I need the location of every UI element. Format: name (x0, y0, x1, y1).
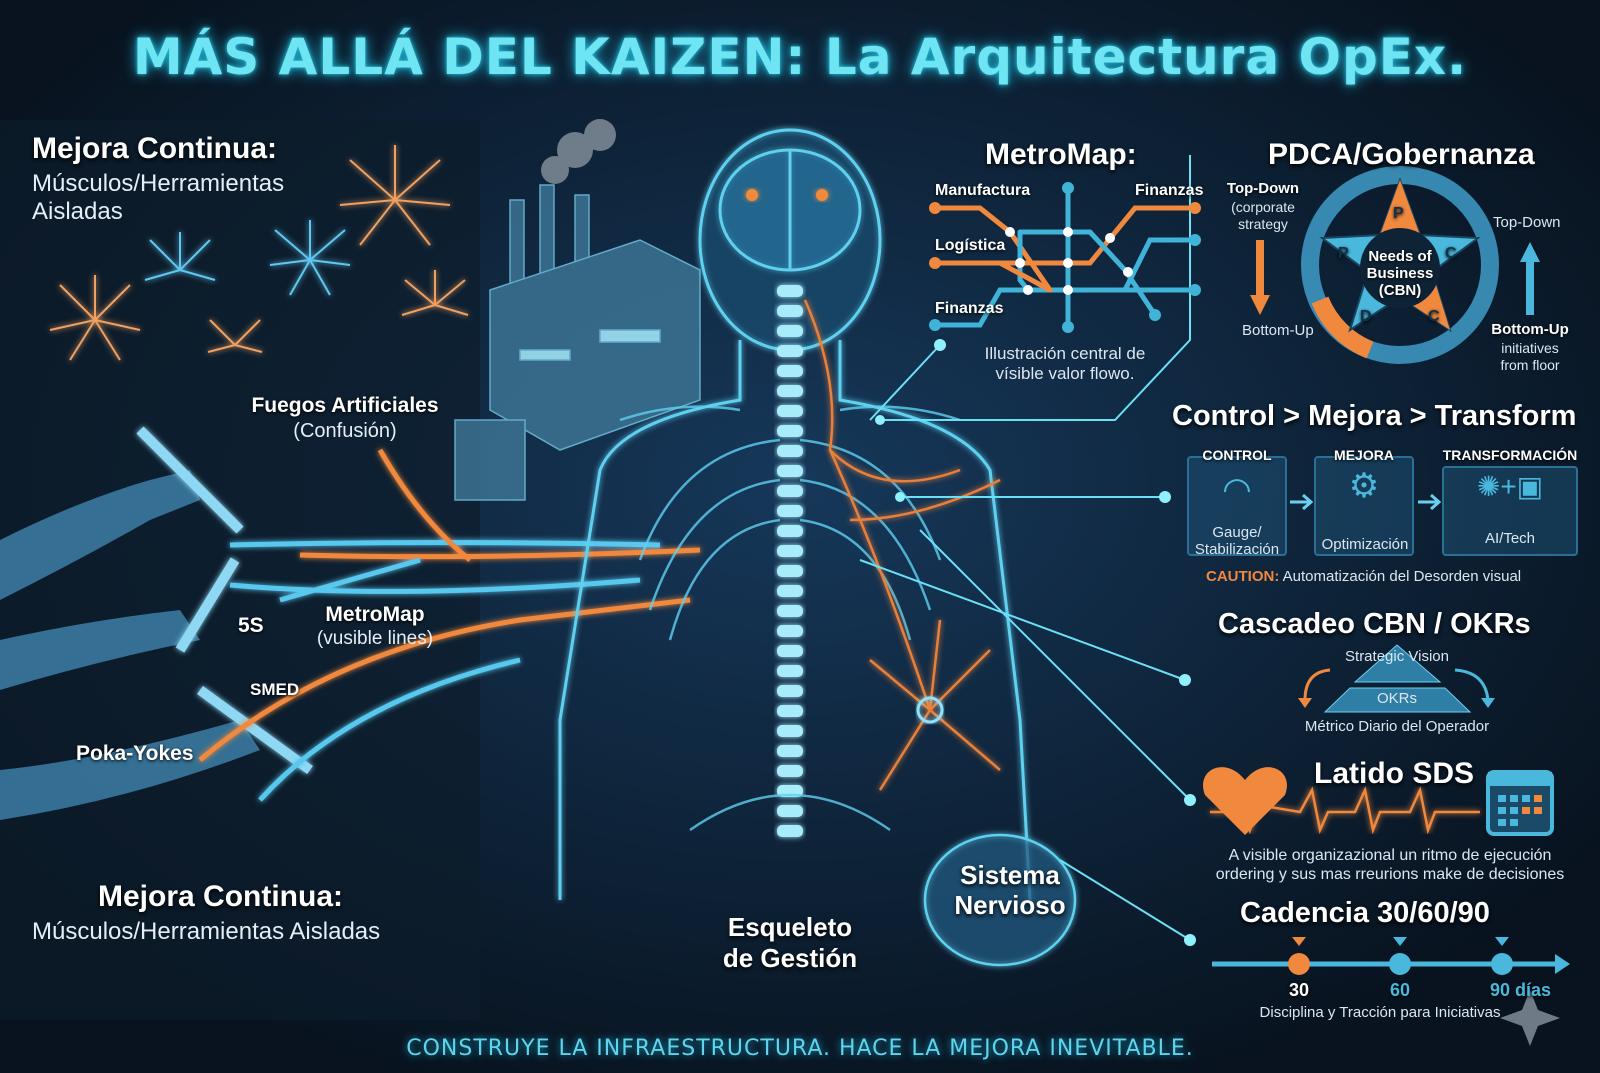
cadence-60: 60 (1389, 980, 1411, 1000)
pdca-title: PDCA/Gobernanza (1268, 138, 1535, 171)
pdca-letter-c: C (1445, 245, 1457, 262)
pdca-letter-c2: C (1428, 308, 1440, 325)
small-brain-icon (923, 833, 1077, 967)
cascade-mid: OKRs (1376, 690, 1417, 707)
pdca-top-down-sub: (corporate (1231, 199, 1295, 215)
human-body-icon (558, 128, 1032, 901)
pdca-bottom-up-sub: initiatives (1501, 340, 1559, 356)
page-title: MÁS ALLÁ DEL KAIZEN: La Arquitectura OpE… (132, 28, 1468, 86)
left-bottom-sub: Músculos/Herramientas Aisladas (32, 918, 381, 945)
left-bottom-heading: Mejora Continua: (98, 880, 343, 913)
metromap-caption-2: vísible valor flowo. (995, 364, 1135, 383)
connector-lines (859, 155, 1191, 941)
left-top-sub2: Aisladas (32, 198, 123, 225)
pdca-top-down: Top-Down (1226, 180, 1300, 197)
sds-desc-2: ordering y sus mas rreurions make de dec… (1215, 866, 1565, 883)
step-label-gauge: Gauge/ (1212, 524, 1262, 541)
milestone-30 (1288, 953, 1310, 975)
metro-line-finanzas-top: Finanzas (1135, 182, 1204, 199)
pdca-top-down-right: Top-Down (1493, 214, 1561, 231)
step-label-stabilizacion: Stabilización (1194, 541, 1280, 558)
metro-line-manufactura: Manufactura (935, 182, 1031, 199)
tool-smed: SMED (250, 680, 300, 699)
nervous-label: Sistema (960, 860, 1060, 890)
step-label-optimizacion: Optimización (1321, 536, 1409, 553)
pdca-cycle-diagram (1301, 166, 1499, 364)
fireworks-icon (49, 145, 469, 361)
footer-tagline: CONSTRUYE LA INFRAESTRUCTURA. HACE LA ME… (406, 1036, 1194, 1061)
pdca-bottom-up-sub-2: from floor (1500, 357, 1560, 373)
metromap-title: MetroMap: (985, 138, 1137, 171)
nervous-label-2: Nervioso (954, 890, 1066, 920)
metro-stations (1005, 227, 1133, 295)
pdca-top-down-sub-2: strategy (1238, 216, 1288, 232)
metromap-label: MetroMap (325, 603, 425, 626)
step-arrows (1290, 493, 1442, 511)
milestone-90 (1491, 953, 1513, 975)
top-down-arrow-icon (1250, 240, 1270, 315)
tool-5s: 5S (238, 614, 264, 637)
cadence-30: 30 (1288, 980, 1310, 1000)
step-head-transformacion: TRANSFORMACIÓN (1442, 447, 1578, 463)
pdca-letter-p2: P (1338, 245, 1349, 262)
sparkle-icon (1500, 990, 1560, 1046)
okr-pyramid-diagram (1298, 644, 1495, 713)
skeleton-label-2: de Gestión (722, 943, 858, 973)
cadence-timeline (1212, 937, 1570, 975)
wrench-icon (136, 426, 313, 775)
cascade-title: Cascadeo CBN / OKRs (1218, 608, 1531, 640)
optimization-icon: ⚙ (1348, 467, 1380, 505)
flow-lines (198, 448, 701, 802)
sds-title: Latido SDS (1314, 757, 1475, 790)
metromap-sub: (vusible lines) (316, 628, 434, 649)
tool-poka-yokes: Poka-Yokes (76, 742, 194, 765)
step-mejora (1314, 456, 1414, 556)
step-control (1187, 456, 1287, 556)
step-head-mejora: MEJORA (1334, 447, 1394, 463)
calendar-icon (1486, 770, 1554, 836)
ai-chip-icon: ✺+▣ (1476, 471, 1544, 502)
bottom-up-arrow-icon (1520, 242, 1540, 315)
spine-icon (777, 285, 803, 837)
left-top-heading: Mejora Continua: (32, 132, 277, 165)
nerves (803, 299, 1001, 791)
cascade-top: Strategic Vision (1345, 648, 1449, 665)
caution-note: CAUTION: Automatización del Desorden vis… (1206, 568, 1522, 585)
cadence-caption: Disciplina y Tracción para Iniciativas (1259, 1004, 1501, 1021)
metromap-caption: Illustración central de (984, 344, 1146, 363)
step-label-ai-tech: AI/Tech (1484, 530, 1536, 547)
pdca-letter-d: D (1360, 308, 1372, 325)
heart-icon (1203, 767, 1287, 835)
fireworks-label: Fuegos Artificiales (251, 394, 439, 417)
cascade-bottom: Métrico Diario del Operador (1304, 718, 1490, 735)
muscle-arms-icon (0, 470, 260, 820)
brain-glow (746, 189, 828, 201)
cadence-title: Cadencia 30/60/90 (1240, 897, 1490, 929)
neuron-icon (916, 696, 944, 724)
pdca-bottom-up-left: Bottom-Up (1242, 322, 1314, 339)
heartbeat-line (1210, 785, 1480, 835)
factory-icon (454, 184, 701, 501)
sds-desc: A visible organizazional un ritmo de eje… (1228, 847, 1552, 864)
cadence-90: 90 días (1490, 980, 1552, 1000)
metro-line-logistica: Logística (935, 237, 1006, 254)
gauge-icon: ◠ (1222, 471, 1252, 509)
step-head-control: CONTROL (1202, 447, 1272, 463)
skeleton-label: Esqueleto (727, 912, 853, 942)
left-top-sub: Músculos/Herramientas (32, 170, 285, 197)
metro-terminals (929, 182, 1201, 333)
step-transformacion (1442, 466, 1578, 556)
pdca-letter-p: P (1393, 205, 1404, 222)
fireworks-sub: (Confusión) (293, 420, 397, 442)
connector-dots (875, 339, 1196, 946)
left-panel-bg (0, 120, 480, 1020)
metro-line-finanzas: Finanzas (935, 300, 1004, 317)
cmt-title: Control > Mejora > Transform (1172, 400, 1577, 432)
milestone-60 (1389, 953, 1411, 975)
pdca-bottom-up: Bottom-Up (1491, 321, 1569, 338)
